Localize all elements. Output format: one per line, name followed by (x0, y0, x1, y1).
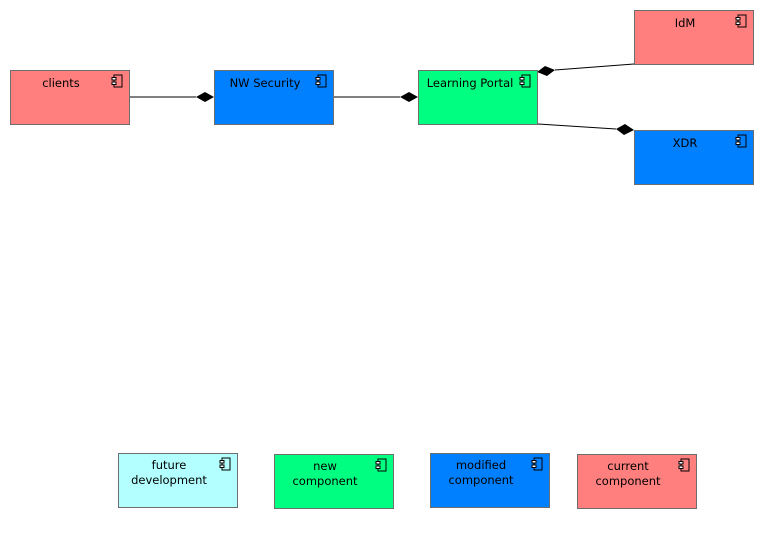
legend-label: modified component (448, 458, 514, 487)
component-nw-security[interactable]: NW Security (214, 70, 334, 125)
connector-learning-portal-xdr (537, 123, 634, 135)
component-label: IdM (674, 16, 696, 30)
component-icon (519, 74, 531, 88)
component-xdr[interactable]: XDR (634, 130, 754, 185)
legend-label: future development (131, 458, 207, 487)
component-label: Learning Portal (426, 76, 514, 90)
legend-label: new component (292, 459, 358, 488)
component-icon (531, 457, 543, 471)
composition-diamond (537, 66, 555, 76)
component-icon (678, 458, 690, 472)
component-learning-portal[interactable]: Learning Portal (418, 70, 538, 125)
composition-diamond (400, 92, 418, 102)
connector-clients-nw-security (130, 92, 214, 102)
legend-future-development[interactable]: future development (118, 453, 238, 508)
component-label: NW Security (229, 76, 301, 90)
legend-label: current component (595, 459, 661, 488)
connector-nw-security-learning-portal (334, 92, 418, 102)
component-icon (315, 74, 327, 88)
legend-new-component[interactable]: new component (274, 454, 394, 509)
component-icon (375, 458, 387, 472)
component-clients[interactable]: clients (10, 70, 130, 125)
component-icon (219, 457, 231, 471)
component-icon (111, 74, 123, 88)
legend-current-component[interactable]: current component (577, 454, 697, 509)
component-label: XDR (672, 136, 698, 150)
component-icon (735, 134, 747, 148)
legend-modified-component[interactable]: modified component (430, 453, 550, 508)
composition-diamond (616, 124, 634, 135)
composition-diamond (196, 92, 214, 102)
component-icon (735, 14, 747, 28)
component-idm[interactable]: IdM (634, 10, 754, 65)
connector-idm-learning-portal (537, 63, 635, 76)
component-label: clients (42, 76, 80, 90)
